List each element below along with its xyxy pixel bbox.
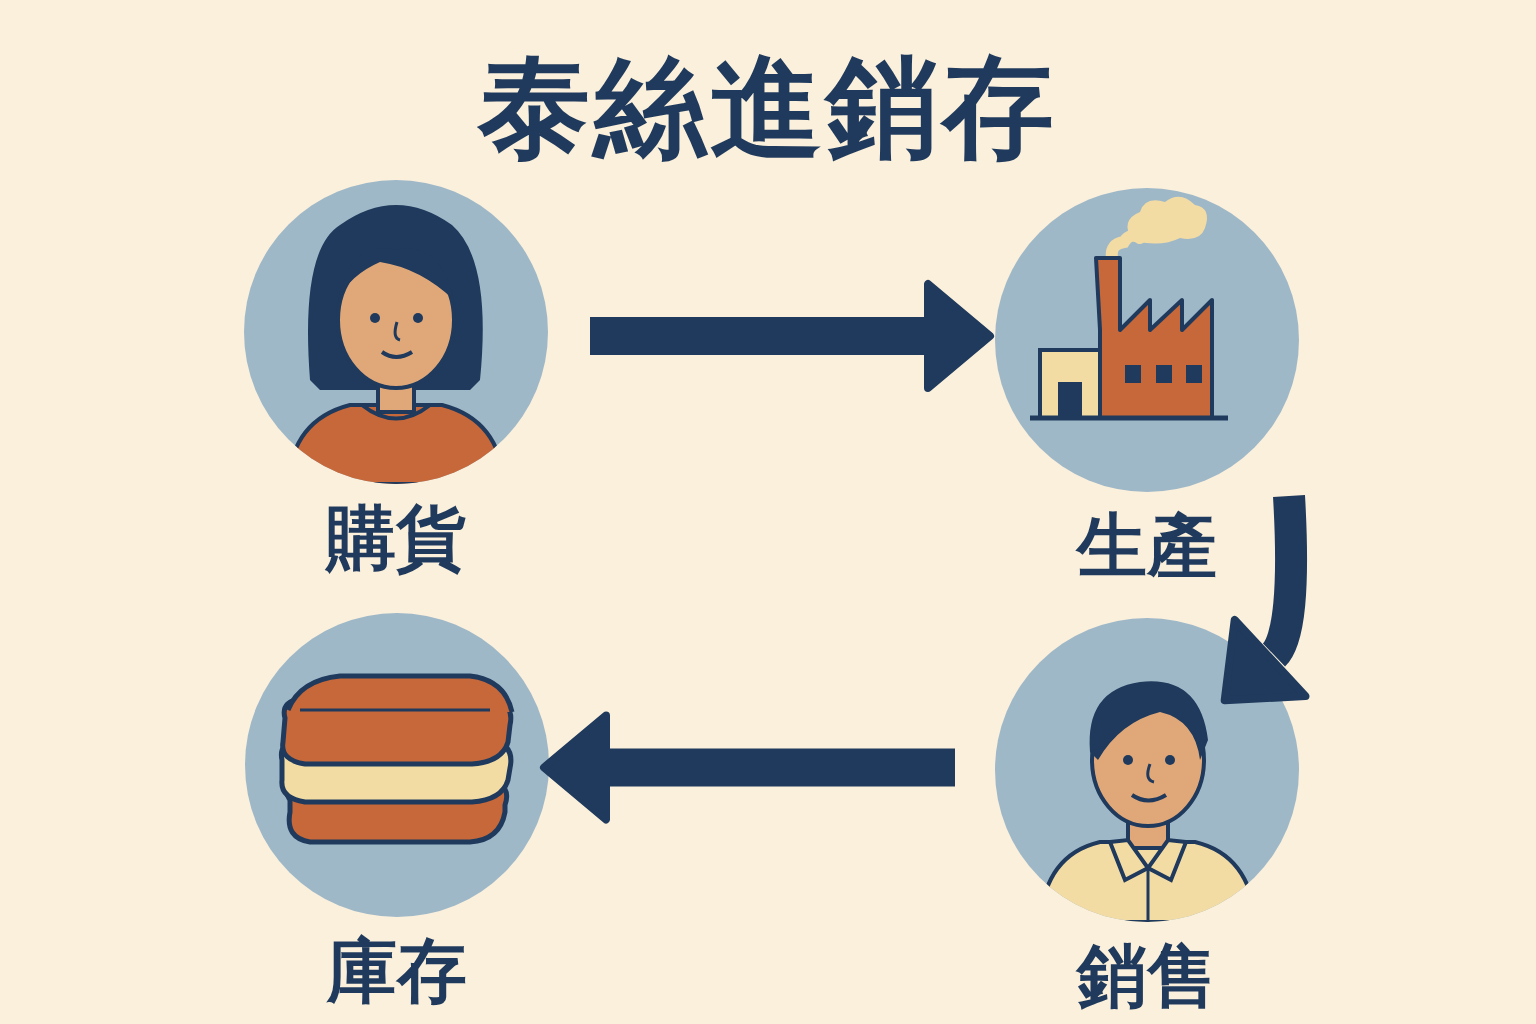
- step-label: 銷售: [1077, 936, 1217, 1017]
- flow-arrow: [590, 284, 990, 388]
- step-node: 銷售: [995, 618, 1299, 1017]
- flow-arrow: [1225, 496, 1306, 700]
- step-label: 生產: [1077, 506, 1217, 587]
- diagram-title: 泰絲進銷存: [0, 40, 1536, 174]
- step-label: 庫存: [327, 931, 467, 1012]
- factory-illustration: [995, 188, 1299, 492]
- step-node: 購貨: [244, 180, 548, 579]
- buyer-illustration: [244, 180, 548, 484]
- flow-arrow: [544, 716, 955, 820]
- step-node: 庫存: [245, 613, 549, 1012]
- step-label: 購貨: [326, 498, 466, 579]
- step-node: 生產: [995, 188, 1299, 587]
- fabric-illustration: [245, 613, 549, 917]
